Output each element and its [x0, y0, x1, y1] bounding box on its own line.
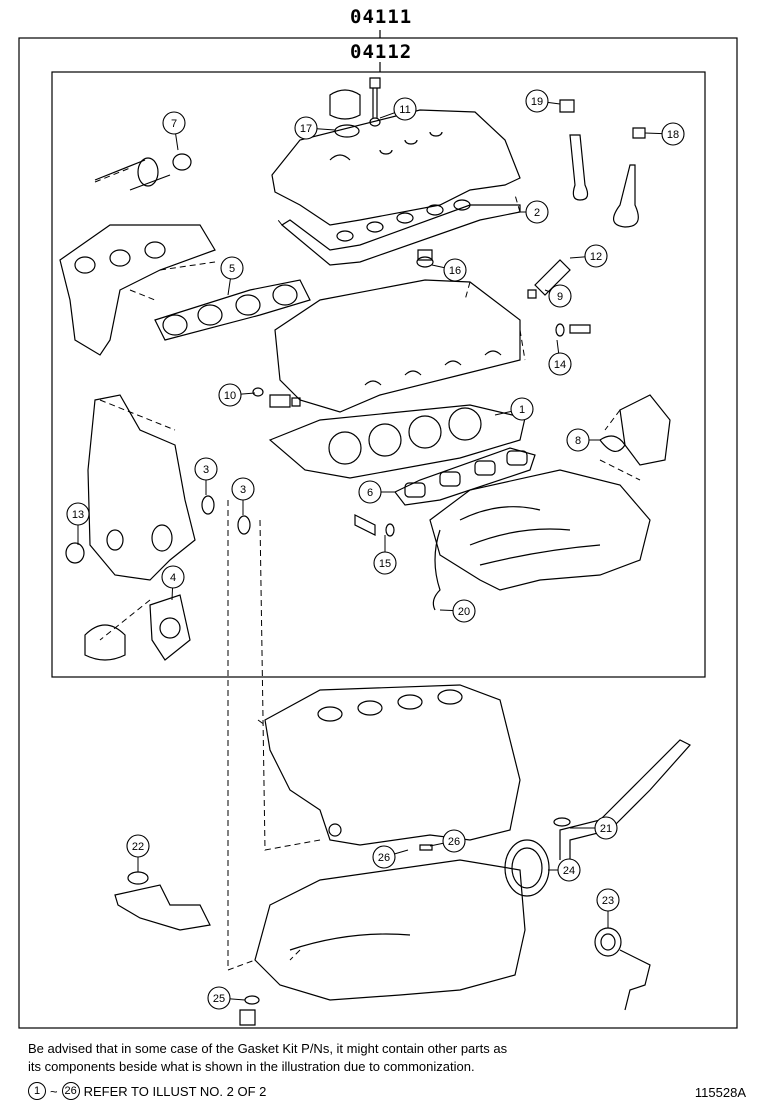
callout-circle-12 [584, 244, 608, 268]
timing-chain-cover [87, 394, 196, 581]
range-end-marker: 26 [61, 1082, 80, 1100]
callout-number-7: 7 [171, 118, 177, 130]
callout-circle-24 [557, 858, 581, 882]
callout-number-13: 13 [72, 509, 84, 521]
callout-circle-2 [525, 200, 549, 224]
range-separator: ~ [50, 1083, 58, 1099]
callout-number-8: 8 [575, 435, 581, 447]
callout-number-1: 1 [519, 404, 525, 416]
callout-leaders [77, 100, 674, 1001]
callout-circle-21 [594, 816, 618, 840]
cylinder-head [274, 279, 521, 413]
callout-number-16: 16 [449, 265, 461, 277]
callout-number-11: 11 [399, 104, 410, 116]
callout-number-26: 26 [448, 836, 460, 848]
kit-number-outer: 04111 [350, 6, 413, 28]
callout-number-6: 6 [367, 487, 373, 499]
callout-circle-3 [194, 457, 218, 481]
callout-circle-26 [442, 829, 466, 853]
callout-circle-17 [294, 116, 318, 140]
callout-circle-14 [548, 352, 572, 376]
cylinder-block [264, 684, 521, 846]
notice-line-2: its components beside what is shown in t… [28, 1059, 475, 1074]
callout-circle-25 [207, 986, 231, 1010]
callout-circle-20 [452, 599, 476, 623]
callout-number-5: 5 [229, 263, 235, 275]
callout-number-22: 22 [132, 841, 144, 853]
kit-number-inner: 04112 [350, 41, 413, 63]
callout-circle-11 [393, 97, 417, 121]
callout-number-10: 10 [224, 390, 236, 402]
callout-circle-23 [596, 888, 620, 912]
callout-number-3: 3 [240, 484, 246, 496]
refer-text: REFER TO ILLUST NO. 2 OF 2 [83, 1083, 267, 1099]
cover-gasket [280, 204, 521, 266]
callout-circle-8 [566, 428, 590, 452]
callout-circle-7 [162, 111, 186, 135]
head-gasket [268, 404, 526, 479]
callout-number-3: 3 [203, 464, 209, 476]
exhaust-gasket [154, 279, 311, 341]
oil-pan [254, 859, 526, 1001]
callout-number-2: 2 [534, 207, 540, 219]
callout-number-20: 20 [458, 606, 470, 618]
callout-number-25: 25 [213, 993, 225, 1005]
callout-number-21: 21 [600, 823, 612, 835]
callout-number-14: 14 [554, 359, 566, 371]
callout-number-15: 15 [379, 558, 391, 570]
callout-circle-4 [161, 565, 185, 589]
kit-04112-frame [51, 71, 706, 678]
callout-circle-18 [661, 122, 685, 146]
intake-manifold [429, 469, 651, 591]
callout-circle-15 [373, 551, 397, 575]
callout-circle-9 [548, 284, 572, 308]
callout-circle-3 [231, 477, 255, 501]
callout-number-18: 18 [667, 129, 679, 141]
exhaust-manifold [59, 224, 216, 356]
callout-number-9: 9 [557, 291, 563, 303]
rear-oil-seal [504, 839, 550, 897]
callout-circle-22 [126, 834, 150, 858]
callout-circle-19 [525, 89, 549, 113]
callout-number-24: 24 [563, 865, 575, 877]
callout-number-12: 12 [590, 251, 602, 263]
callout-circle-5 [220, 256, 244, 280]
callout-number-17: 17 [300, 123, 312, 135]
callout-circle-16 [443, 258, 467, 282]
callout-circle-10 [218, 383, 242, 407]
intake-gasket [394, 447, 536, 506]
callout-number-26: 26 [378, 852, 390, 864]
callout-number-19: 19 [531, 96, 543, 108]
reference-line: 1 ~ 26 REFER TO ILLUST NO. 2 OF 2 [28, 1082, 266, 1100]
range-start-marker: 1 [28, 1082, 46, 1100]
kit-04111-frame [18, 37, 738, 1029]
callout-circle-6 [358, 480, 382, 504]
cylinder-head-cover [271, 109, 521, 226]
illustration-id: 115528A [694, 1085, 746, 1100]
callout-circle-1 [510, 397, 534, 421]
callout-number-4: 4 [170, 572, 176, 584]
callout-circle-13 [66, 502, 90, 526]
notice-line-1: Be advised that in some case of the Gask… [28, 1041, 508, 1056]
callout-circle-26 [372, 845, 396, 869]
callout-number-23: 23 [602, 895, 614, 907]
